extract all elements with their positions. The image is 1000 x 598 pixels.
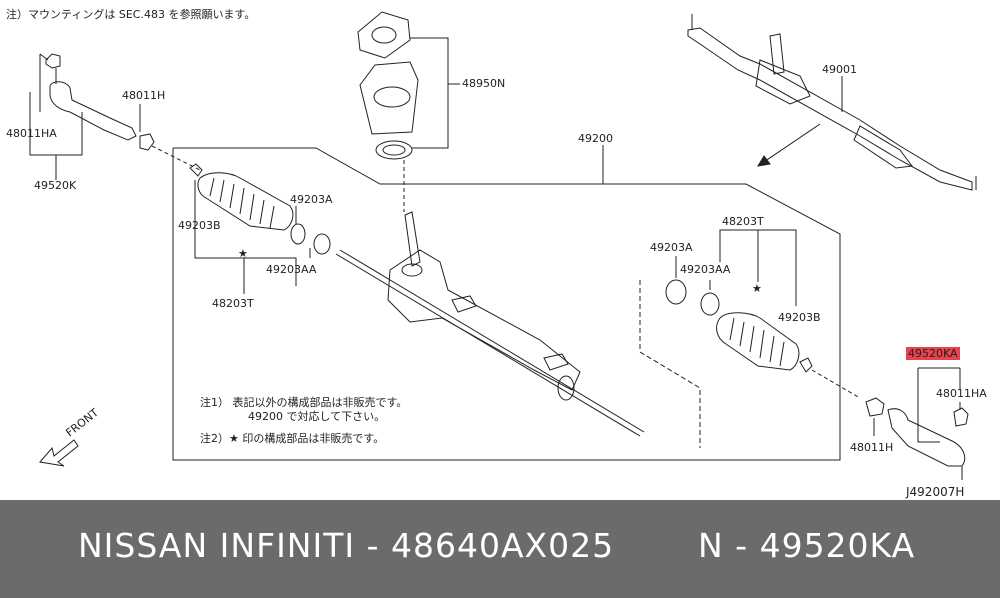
part-label-49200: 49200 [578,132,613,145]
star-mark-left: ★ [238,247,248,260]
assembly-frame [172,147,841,461]
diagram-drawing [29,11,977,480]
note-2: 注2）★ 印の構成部品は非販売です。 [200,432,385,445]
bellows-boot-left [189,163,331,255]
part-label-49203AA-left: 49203AA [266,263,317,276]
leader-49520KA [917,368,940,443]
part-label-49203A-left: 49203A [290,193,333,206]
arrow-head [757,155,771,167]
part-label-48011H-right: 48011H [850,441,894,454]
part-label-48011HA-left: 48011HA [6,127,57,140]
note-1-line-1: 注1） 表記以外の構成部品は非販売です。 [200,396,408,409]
highlight-49520KA: 49520KA [906,347,960,360]
tie-rod-end-right [865,397,969,480]
part-label-49520K: 49520K [34,179,77,192]
part-label-48011H-left: 48011H [122,89,166,102]
part-label-48203T-right: 48203T [722,215,764,228]
part-label-49520KA: 49520KA [906,347,960,360]
leader-48950N [410,37,449,149]
part-label-49203B-left: 49203B [178,219,221,232]
part-label-48011HA-right: 48011HA [936,387,987,400]
footer-bar: NISSAN INFINITI - 48640AX025 N - 49520KA [0,500,1000,598]
mount-insulator-part [357,11,419,160]
part-label-49001: 49001 [822,63,857,76]
header-note: 注）マウンティングは SEC.483 を参照願います。 [6,8,256,21]
full-assembly-49001 [687,14,977,191]
star-mark-right: ★ [752,282,762,295]
part-label-49203A-right: 49203A [650,241,693,254]
note-1-line-2: 49200 で対応して下さい。 [248,410,386,423]
front-arrow [39,439,79,467]
part-label-48203T-left: 48203T [212,297,254,310]
footer-brand-number: NISSAN INFINITI - 48640AX025 [78,526,615,565]
arrow-shaft [757,123,821,167]
part-label-48950N: 48950N [462,77,506,90]
diagram-code: J492007H [906,485,965,499]
tie-rod-end-left [45,53,155,151]
parts-diagram: 注）マウンティングは SEC.483 を参照願います。 48950N 49001… [6,8,987,499]
dashed-guide-right [639,280,701,448]
bellows-boot-right [665,279,813,373]
steering-rack-body [335,160,645,437]
leader-48203T-left [194,180,297,286]
footer-part-number: N - 49520KA [698,526,916,565]
part-label-49203B-right: 49203B [778,311,821,324]
part-label-49203AA-right: 49203AA [680,263,731,276]
